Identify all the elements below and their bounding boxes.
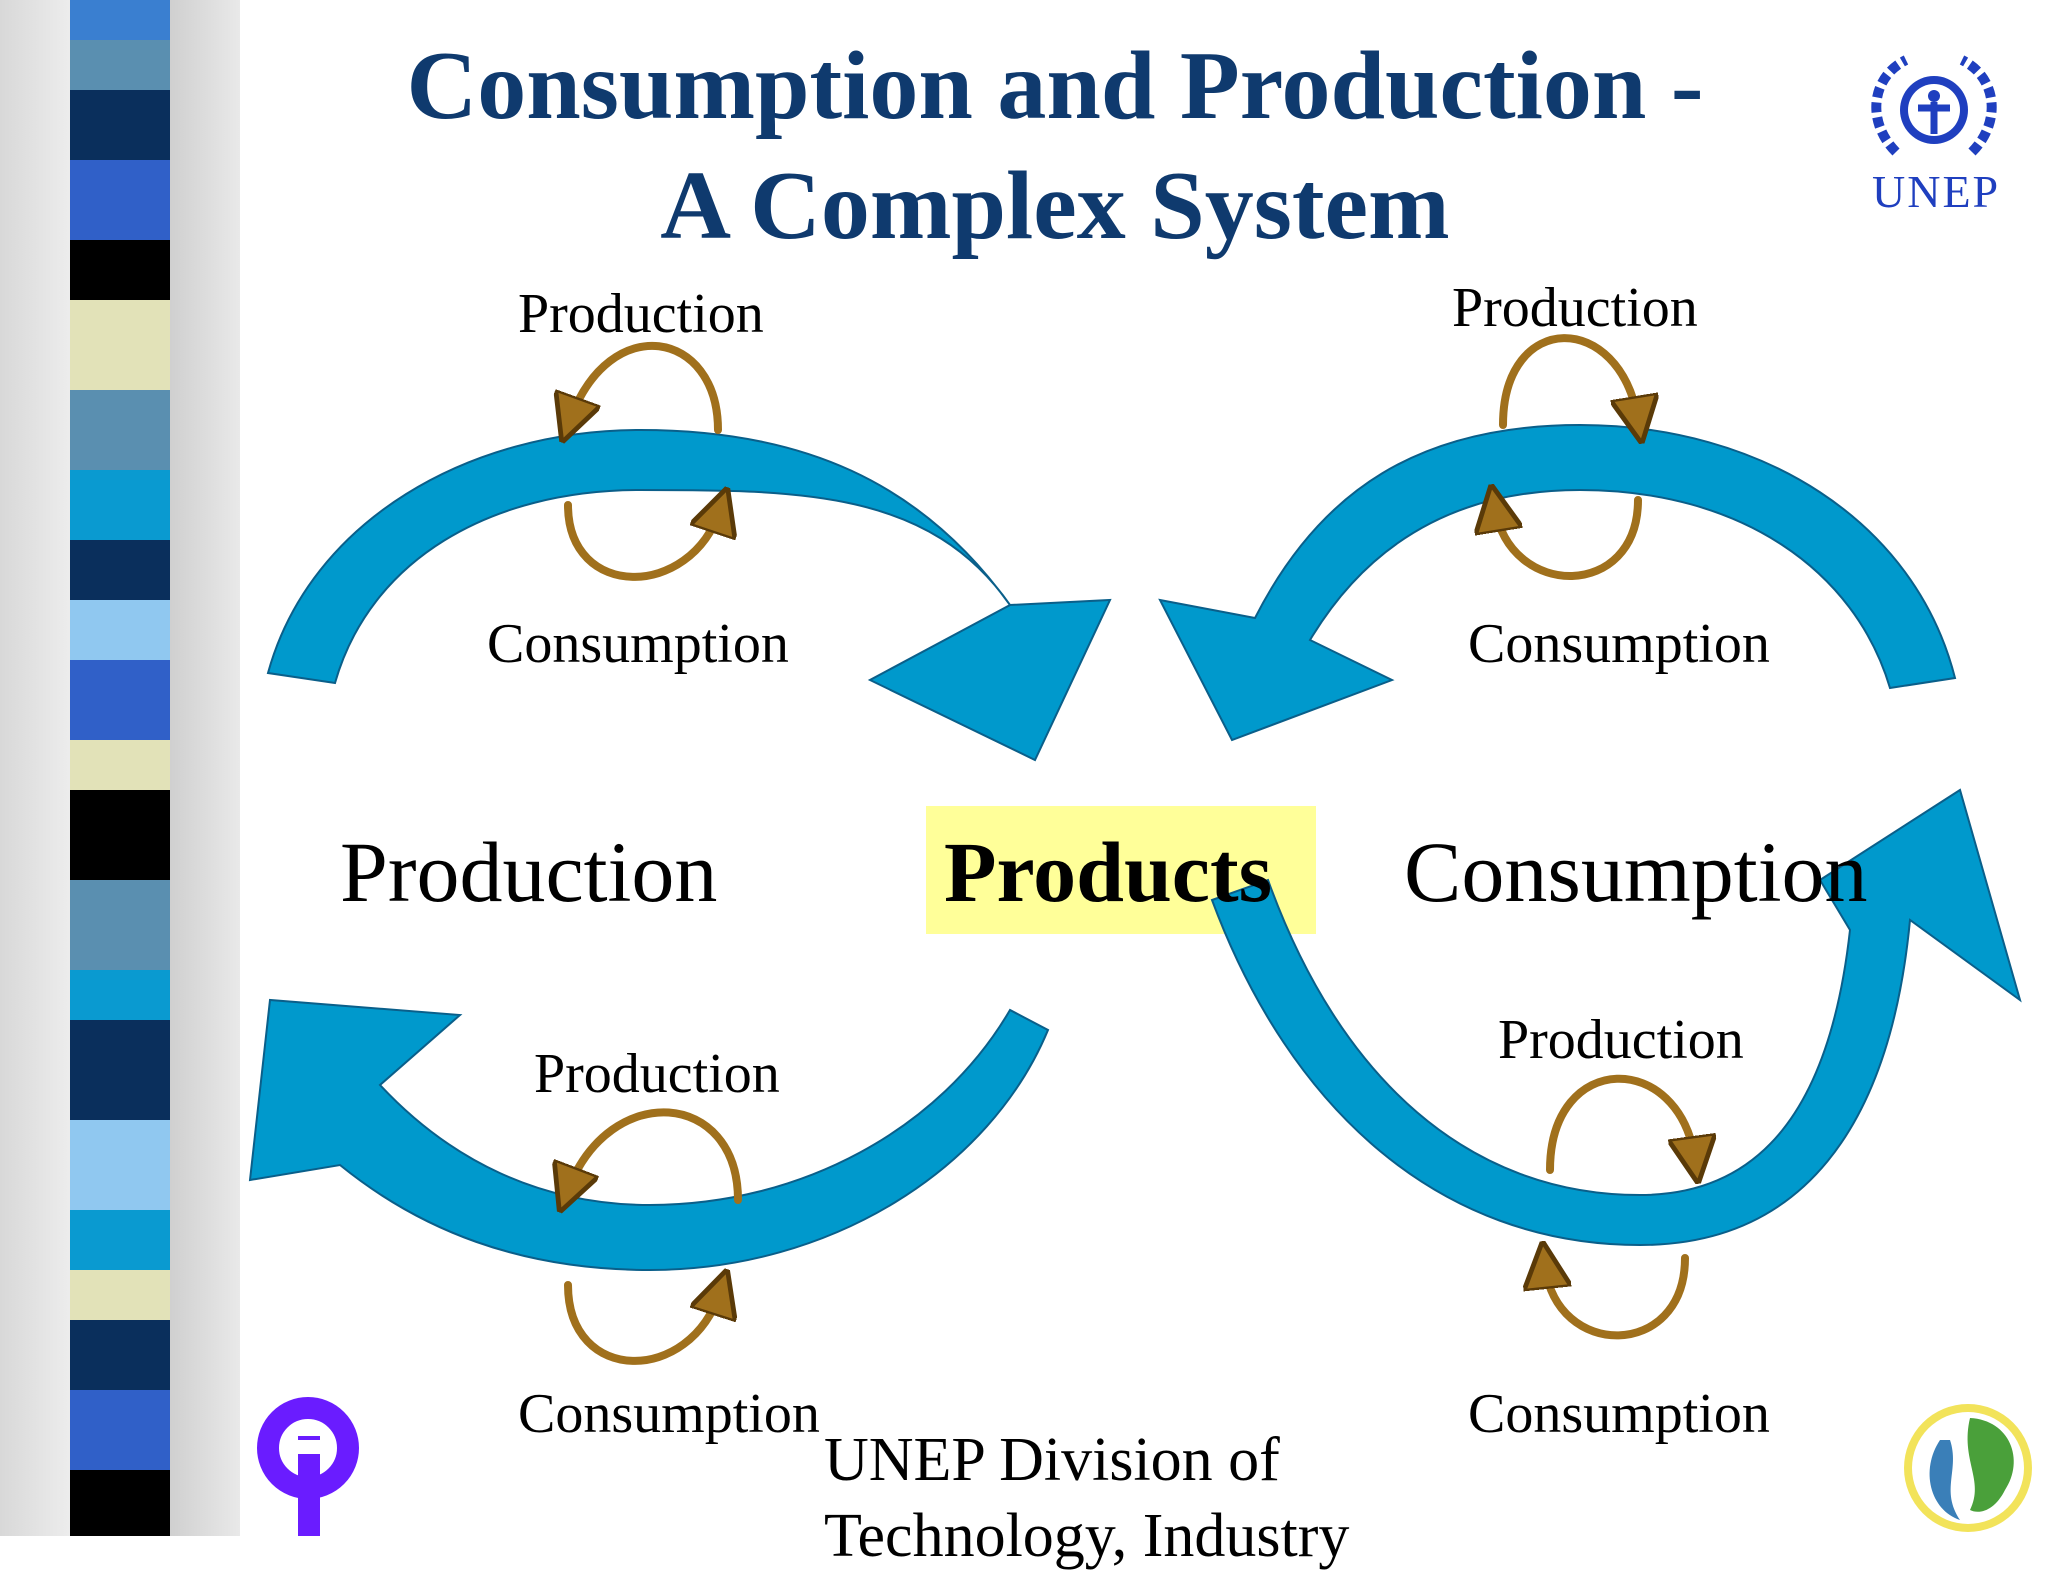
unep-logo-text: UNEP [1872, 166, 2001, 217]
loop-top-right-upper [1499, 334, 1638, 425]
footer-line-2: Technology, Industry [824, 1502, 1350, 1570]
arc-arrow-top-right [1158, 423, 1957, 742]
left-stripe-pattern [70, 0, 170, 1536]
cycle-diagram [248, 334, 2022, 1365]
loop-top-right-lower [1495, 500, 1642, 580]
leaf-globe-icon [1900, 1400, 2036, 1541]
loop-bottom-left-upper [568, 1108, 742, 1200]
bottom-right-production-label: Production [1498, 1009, 1744, 1071]
title-line-1: Consumption and Production - [406, 32, 1704, 140]
loop-bottom-right-lower [1545, 1258, 1689, 1340]
loop-bottom-right-upper [1546, 1074, 1695, 1170]
loop-top-left-upper [570, 341, 722, 430]
arc-arrow-bottom-right [1210, 788, 2022, 1247]
top-left-production-label: Production [518, 283, 764, 345]
top-right-consumption-label: Consumption [1468, 613, 1770, 675]
loop-top-left-lower [564, 505, 720, 581]
unep-emblem-icon [1866, 52, 2002, 175]
bottom-right-consumption-label: Consumption [1468, 1383, 1770, 1445]
cp-logo-icon [256, 1396, 360, 1541]
center-production-label: Production [340, 824, 718, 920]
bottom-left-production-label: Production [534, 1043, 780, 1105]
loop-bottom-left-lower [564, 1285, 720, 1365]
arc-arrow-top-left [266, 428, 1112, 762]
title-line-2: A Complex System [660, 152, 1450, 260]
footer-line-1: UNEP Division of [824, 1426, 1280, 1494]
bottom-left-consumption-label: Consumption [518, 1383, 820, 1445]
center-products-label: Products [944, 824, 1273, 920]
footer-text: UNEP Division of Technology, Industry [824, 1422, 1349, 1574]
top-right-production-label: Production [1452, 277, 1698, 339]
center-consumption-label: Consumption [1404, 824, 1868, 920]
loop-arrows [564, 334, 1695, 1365]
top-left-consumption-label: Consumption [487, 613, 789, 675]
arc-arrow-bottom-left [248, 998, 1050, 1272]
slide-title: Consumption and Production - A Complex S… [260, 26, 1850, 266]
